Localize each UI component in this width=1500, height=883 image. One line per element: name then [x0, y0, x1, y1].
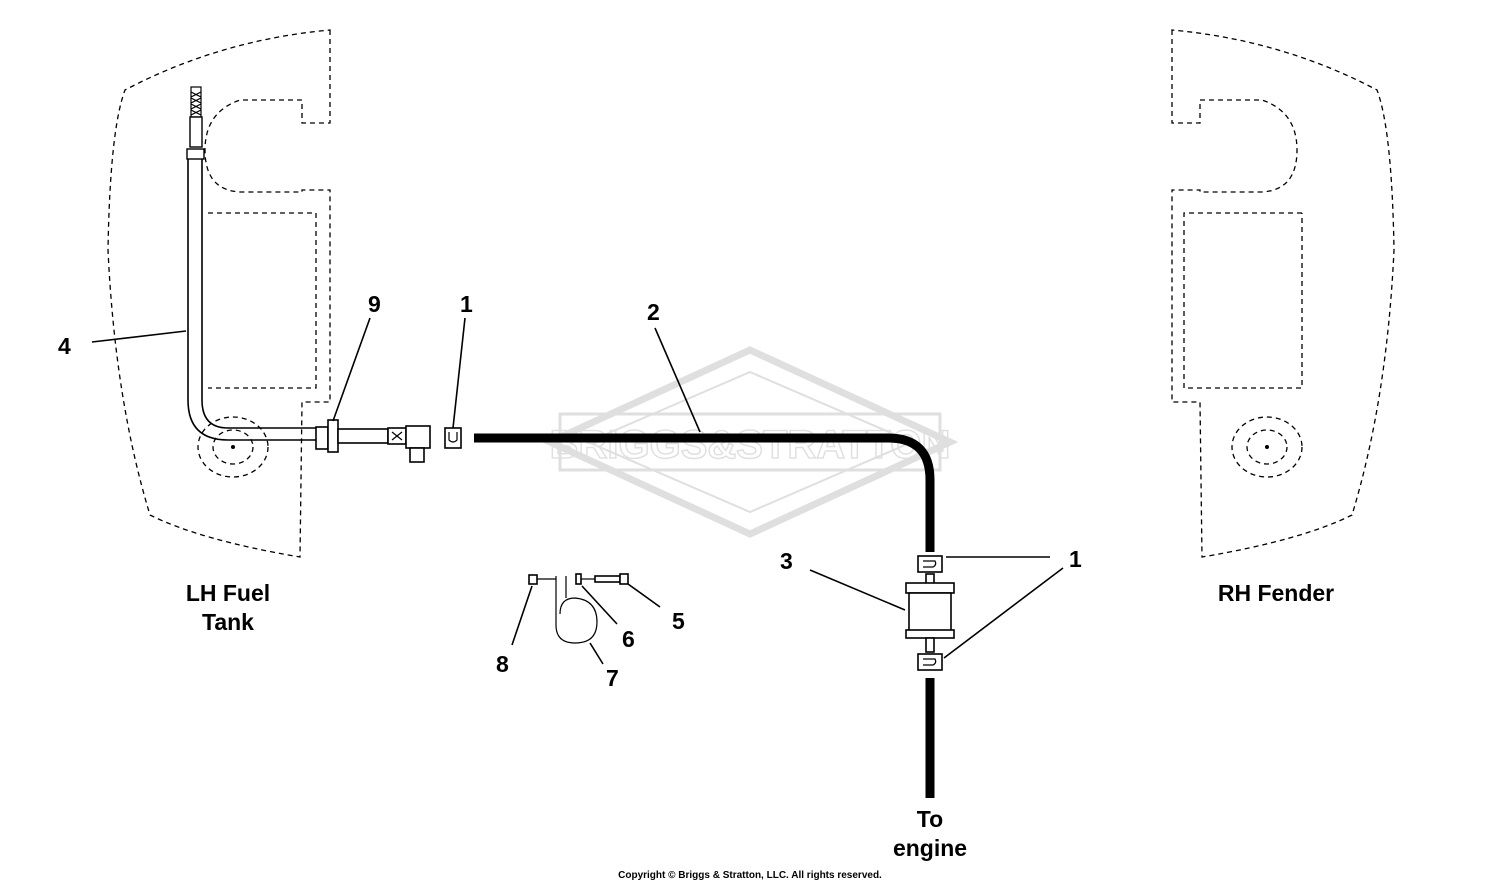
callout-item-4: 4 — [58, 333, 71, 359]
callout-item-9: 9 — [368, 291, 381, 317]
hose-clamp-lower — [917, 653, 943, 671]
screw-item-5 — [594, 575, 621, 583]
caption-lh-fuel-tank-line2: Tank — [202, 609, 254, 635]
caption-to-engine-line2: engine — [893, 835, 967, 861]
callout-item-6: 6 — [622, 626, 635, 652]
callout-item-1-top: 1 — [460, 291, 473, 317]
caption-to-engine-line1: To — [917, 806, 943, 832]
watermark-logo: BRIGGS&STRATTON — [541, 346, 959, 538]
callout-item-3: 3 — [780, 548, 793, 574]
washer-item-6 — [575, 573, 582, 585]
copyright-notice: Copyright © Briggs & Stratton, LLC. All … — [618, 870, 882, 881]
leader-lines — [91, 317, 1064, 665]
callout-item-2: 2 — [647, 299, 660, 325]
callout-item-7: 7 — [606, 665, 619, 691]
caption-rh-fender: RH Fender — [1218, 580, 1334, 606]
fuel-tank-bushing — [315, 419, 431, 463]
fuel-line-clip-hardware — [528, 573, 629, 644]
lh-fuel-tank-outline — [107, 29, 331, 558]
callout-item-5: 5 — [672, 608, 685, 634]
svg-text:BRIGGS&STRATTON: BRIGGS&STRATTON — [550, 423, 951, 467]
hose-clamp-upper — [917, 555, 943, 573]
callout-item-8: 8 — [496, 651, 509, 677]
line-clip-item-7 — [555, 576, 598, 644]
caption-lh-fuel-tank-line1: LH Fuel — [186, 580, 270, 606]
callout-item-1-right: 1 — [1069, 546, 1082, 572]
fuel-filter — [905, 573, 955, 653]
hex-nut-item-8 — [528, 574, 538, 585]
rh-fender-outline — [1171, 29, 1395, 558]
hose-clamp-top — [444, 427, 462, 449]
fuel-pickup-tube — [186, 86, 318, 441]
fuel-line — [474, 433, 935, 552]
